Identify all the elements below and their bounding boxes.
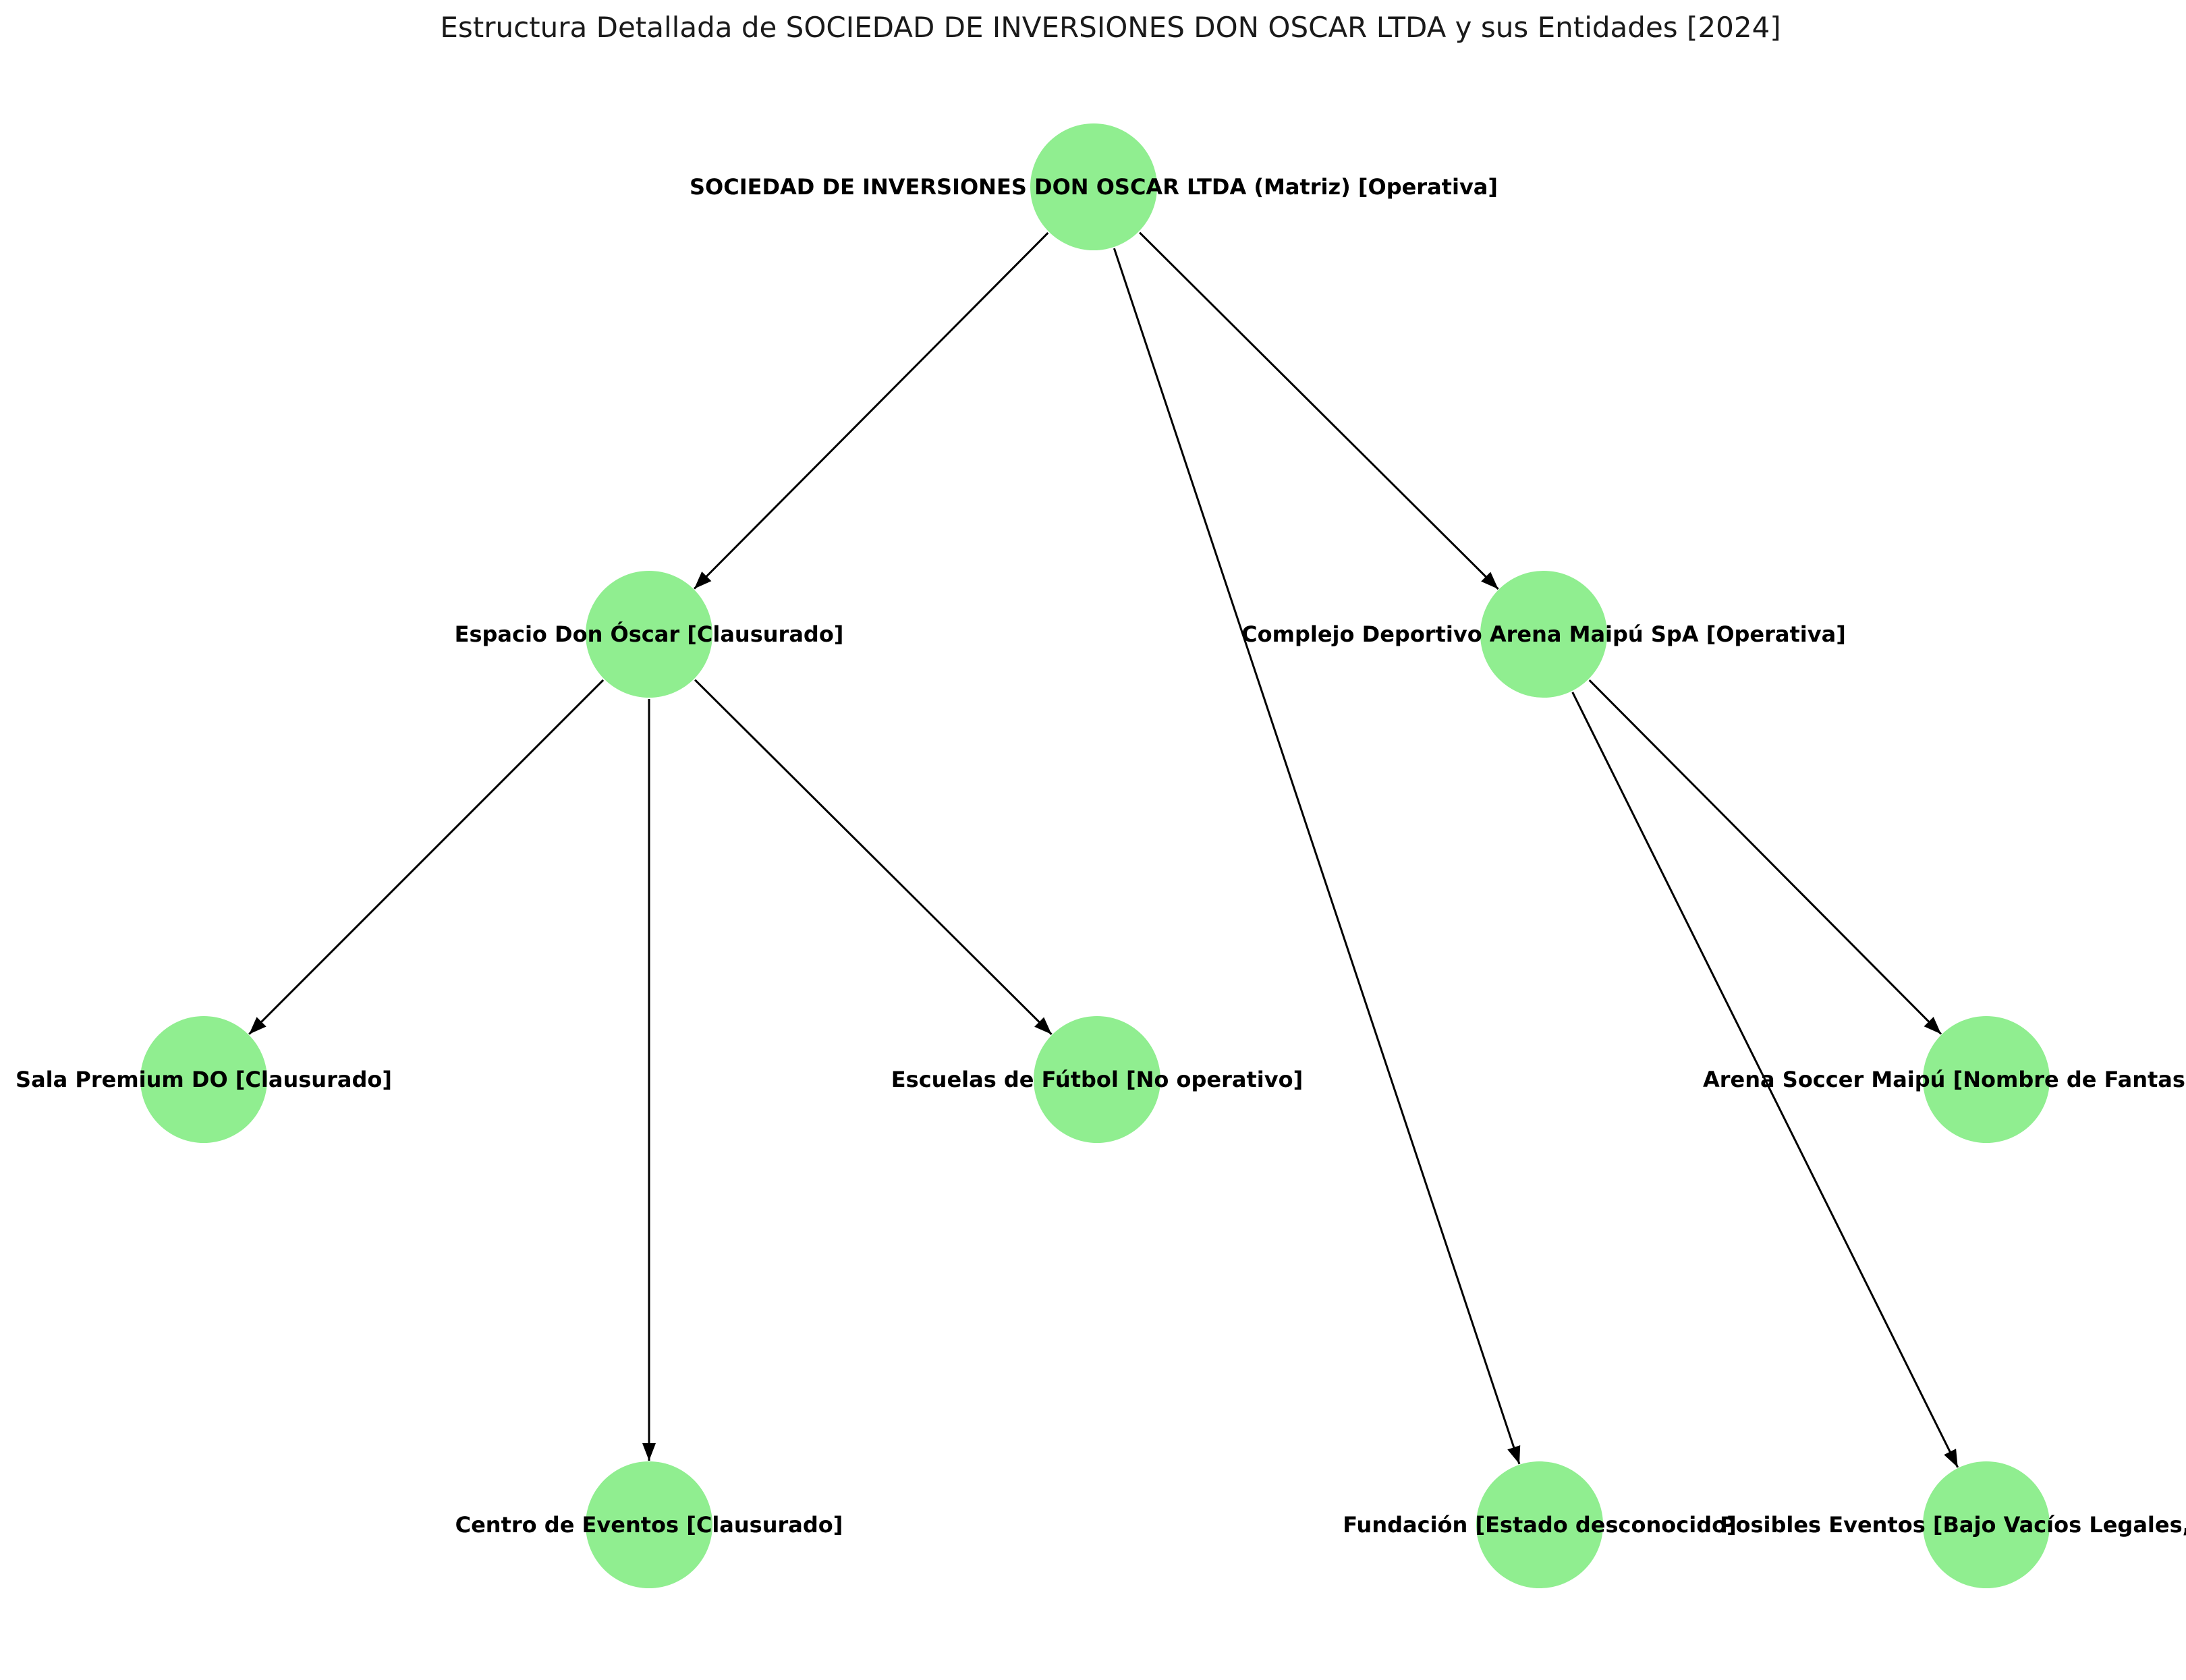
node-complejo (1480, 571, 1607, 698)
node-label-espacio: Espacio Don Óscar [Clausurado] (455, 621, 844, 647)
node-sala (140, 1016, 267, 1143)
edge-espacio-sala (248, 679, 605, 1035)
node-espacio (586, 571, 712, 698)
node-label-centro: Centro de Eventos [Clausurado] (455, 1512, 843, 1538)
diagram-title: Estructura Detallada de SOCIEDAD DE INVE… (440, 11, 1781, 44)
edge-complejo-arena (1588, 679, 1942, 1035)
node-matriz (1030, 123, 1157, 250)
edge-matriz-fundacion (1113, 248, 1521, 1465)
node-label-complejo: Complejo Deportivo Arena Maipú SpA [Oper… (1241, 621, 1846, 647)
node-arena (1923, 1016, 2050, 1143)
node-label-sala: Sala Premium DO [Clausurado] (16, 1067, 392, 1092)
node-label-matriz: SOCIEDAD DE INVERSIONES DON OSCAR LTDA (… (690, 174, 1498, 200)
edge-espacio-escuelas (694, 679, 1053, 1036)
node-escuelas (1034, 1016, 1160, 1143)
edge-matriz-espacio (693, 232, 1049, 590)
edge-matriz-complejo (1139, 231, 1499, 590)
node-posibles (1923, 1461, 2050, 1588)
node-label-arena: Arena Soccer Maipú [Nombre de Fantasía, … (1703, 1067, 2186, 1092)
node-centro (586, 1461, 712, 1588)
node-label-posibles: Posibles Eventos [Bajo Vacíos Legales, O… (1720, 1512, 2186, 1538)
node-label-escuelas: Escuelas de Fútbol [No operativo] (891, 1067, 1303, 1092)
node-label-fundacion: Fundación [Estado desconocido] (1343, 1512, 1736, 1538)
node-fundacion (1476, 1461, 1603, 1588)
edge-complejo-posibles (1571, 692, 1959, 1468)
